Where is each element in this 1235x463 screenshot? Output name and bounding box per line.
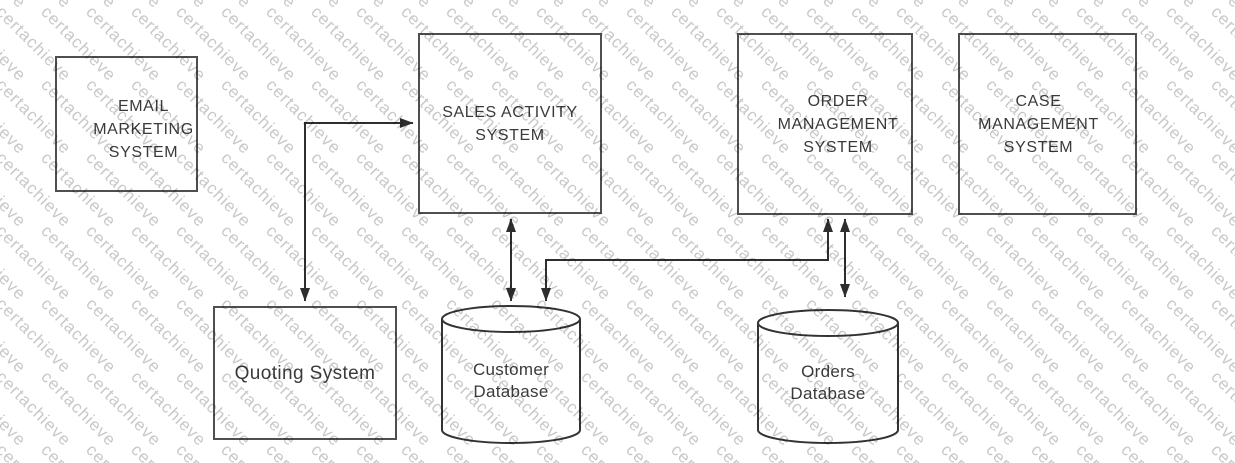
- node-order-management-system: ORDER MANAGEMENT SYSTEM: [737, 33, 913, 215]
- node-label: SALES ACTIVITY SYSTEM: [442, 103, 578, 144]
- node-quoting-system: Quoting System: [213, 306, 397, 440]
- node-label: Customer Database: [472, 360, 550, 401]
- node-email-marketing-system: EMAIL MARKETING SYSTEM: [55, 56, 198, 192]
- customer-database-shape: [441, 305, 581, 444]
- connector-quoting-to-sales-activity: [300, 118, 414, 302]
- connector-order-mgmt-to-customer-db: [541, 218, 833, 302]
- node-label: CASE MANAGEMENT SYSTEM: [978, 92, 1099, 156]
- node-label: Orders Database: [790, 362, 866, 403]
- node-label: ORDER MANAGEMENT SYSTEM: [777, 92, 899, 156]
- cylinder-top-ellipse: [757, 309, 899, 337]
- node-label: EMAIL MARKETING SYSTEM: [93, 97, 194, 161]
- node-label: Quoting System: [234, 362, 376, 384]
- node-orders-database: Orders Database: [758, 328, 898, 438]
- node-sales-activity-system: SALES ACTIVITY SYSTEM: [418, 33, 602, 214]
- orders-database-shape: [757, 309, 899, 444]
- node-customer-database: Customer Database: [442, 325, 580, 437]
- cylinder-top-ellipse: [441, 305, 581, 333]
- node-case-management-system: CASE MANAGEMENT SYSTEM: [958, 33, 1137, 215]
